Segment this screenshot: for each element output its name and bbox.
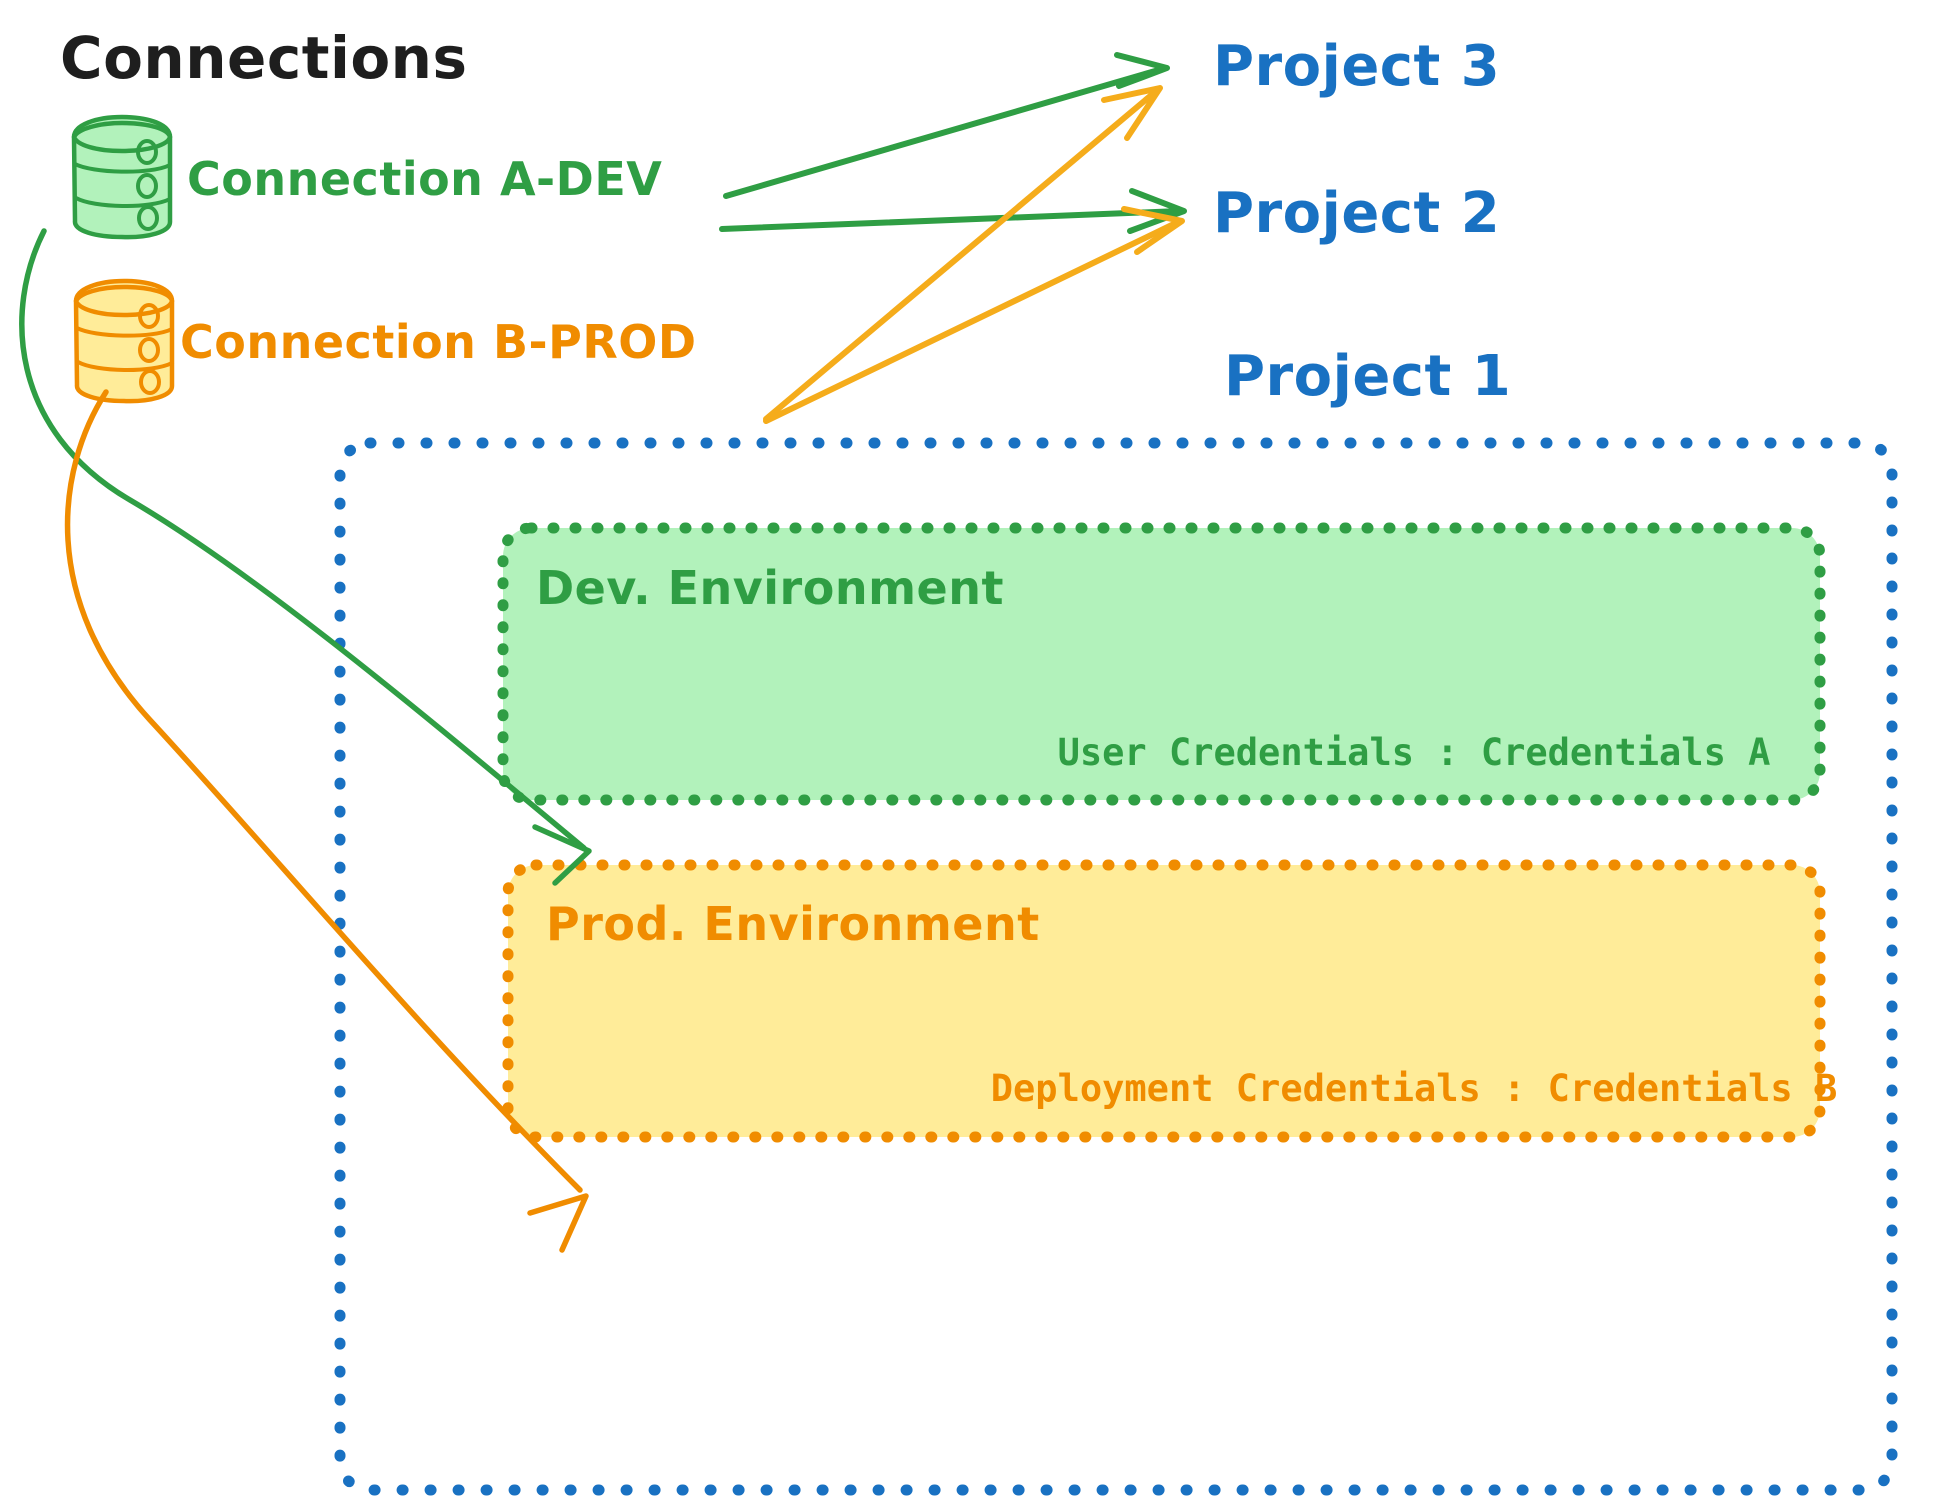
dev-environment-title: Dev. Environment [536,561,1004,615]
connection-a-dev-label: Connection A-DEV [187,152,662,206]
arrow-connection-b-to-project-3 [763,85,1163,422]
dev-environment-box [497,522,1826,806]
arrow-connection-a-to-dev-environment [19,228,592,886]
project-1-label: Project 1 [1224,344,1511,409]
database-icon-connection-a [71,114,173,240]
page-title: Connections [60,24,467,92]
prod-environment-title: Prod. Environment [546,897,1040,951]
arrow-connection-a-to-project-3 [723,52,1170,199]
prod-environment-credentials: Deployment Credentials : Credentials B [991,1067,1837,1110]
arrow-connection-b-to-project-2 [763,206,1185,424]
connection-b-prod-label: Connection B-PROD [180,315,697,369]
project-2-label: Project 2 [1213,181,1500,246]
database-icon-connection-b [73,278,175,404]
dev-environment-credentials: User Credentials : Credentials A [1058,731,1771,774]
project-3-label: Project 3 [1213,34,1500,99]
prod-environment-box [502,859,1826,1143]
arrow-connection-b-to-prod-environment [64,389,589,1253]
arrow-connection-a-to-project-2 [719,188,1187,234]
